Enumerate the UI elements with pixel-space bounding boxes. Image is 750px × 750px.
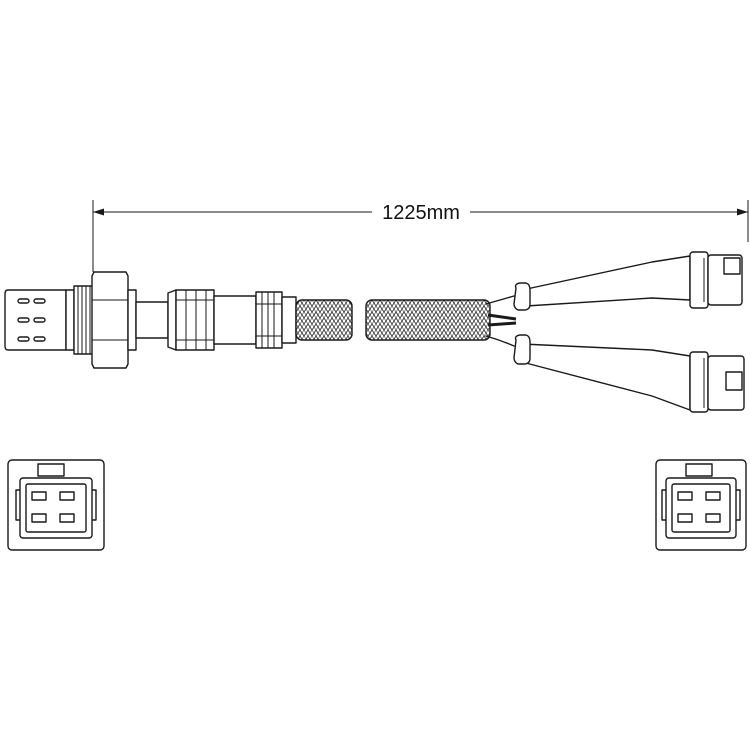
dimension-label: 1225mm <box>382 202 460 224</box>
pin-socket <box>59 513 75 523</box>
pin-socket <box>705 491 721 501</box>
braided-cable <box>295 299 491 341</box>
pin-socket <box>31 491 47 501</box>
connector-face-right <box>655 459 747 551</box>
pin-socket <box>677 513 693 523</box>
pin-socket <box>59 491 75 501</box>
hex-nut <box>91 271 137 369</box>
arrow-right-icon <box>737 208 748 216</box>
lower-connector <box>513 334 745 413</box>
pin-socket <box>677 491 693 501</box>
sensor-probe-tip <box>4 289 75 351</box>
upper-connector <box>513 251 743 311</box>
dimension-line: 1225mm <box>92 200 749 272</box>
threaded-section <box>73 285 95 355</box>
sensor-body <box>135 289 297 351</box>
pin-socket <box>31 513 47 523</box>
connector-face-left <box>7 459 105 551</box>
arrow-left-icon <box>93 208 104 216</box>
wire-split <box>485 295 517 347</box>
pin-socket <box>705 513 721 523</box>
